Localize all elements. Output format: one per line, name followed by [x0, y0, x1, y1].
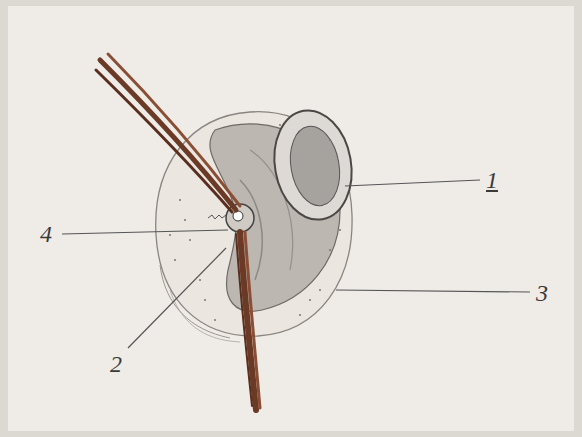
- pencil-stroke: [208, 215, 226, 219]
- oval-structure-inner: [284, 122, 345, 209]
- callout-number: 2: [110, 352, 122, 376]
- leader-line: [62, 180, 530, 348]
- oval-structure: [266, 104, 360, 226]
- paper: [8, 6, 574, 431]
- callout-number: 3: [536, 281, 548, 305]
- callout-number: 1: [486, 168, 498, 192]
- callout-number: 4: [40, 222, 52, 246]
- speckles: [169, 124, 341, 321]
- outer-oval: [156, 112, 352, 336]
- opening-center: [233, 211, 243, 221]
